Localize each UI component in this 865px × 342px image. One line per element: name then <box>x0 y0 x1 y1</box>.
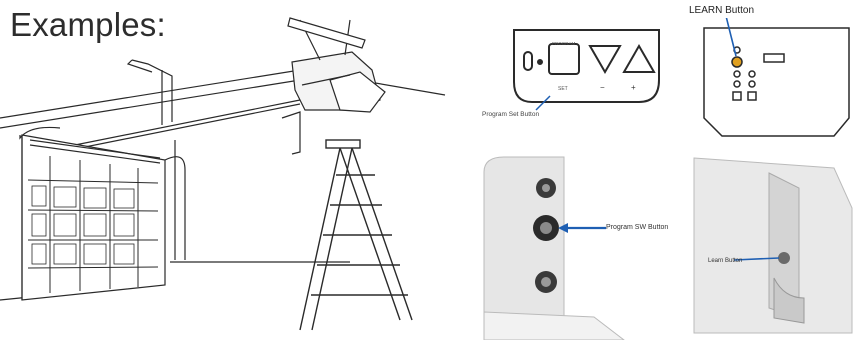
minus-label: − <box>600 83 605 92</box>
program-set-button-callout: Program Set Button <box>482 111 539 118</box>
program-sw-button-callout: Program SW Button <box>606 224 668 232</box>
plus-label: + <box>631 83 636 92</box>
set-label: SET <box>558 86 568 92</box>
learn-button-callout: Learn Button <box>708 258 742 264</box>
program-label: PROGRAM <box>552 41 575 46</box>
garage-door-opener-illustration <box>0 0 465 342</box>
learn-button-photo <box>684 148 860 340</box>
learn-button-title: LEARN Button <box>689 5 754 16</box>
learn-panel-illustration <box>684 18 860 146</box>
side-panel-photo <box>474 152 684 340</box>
